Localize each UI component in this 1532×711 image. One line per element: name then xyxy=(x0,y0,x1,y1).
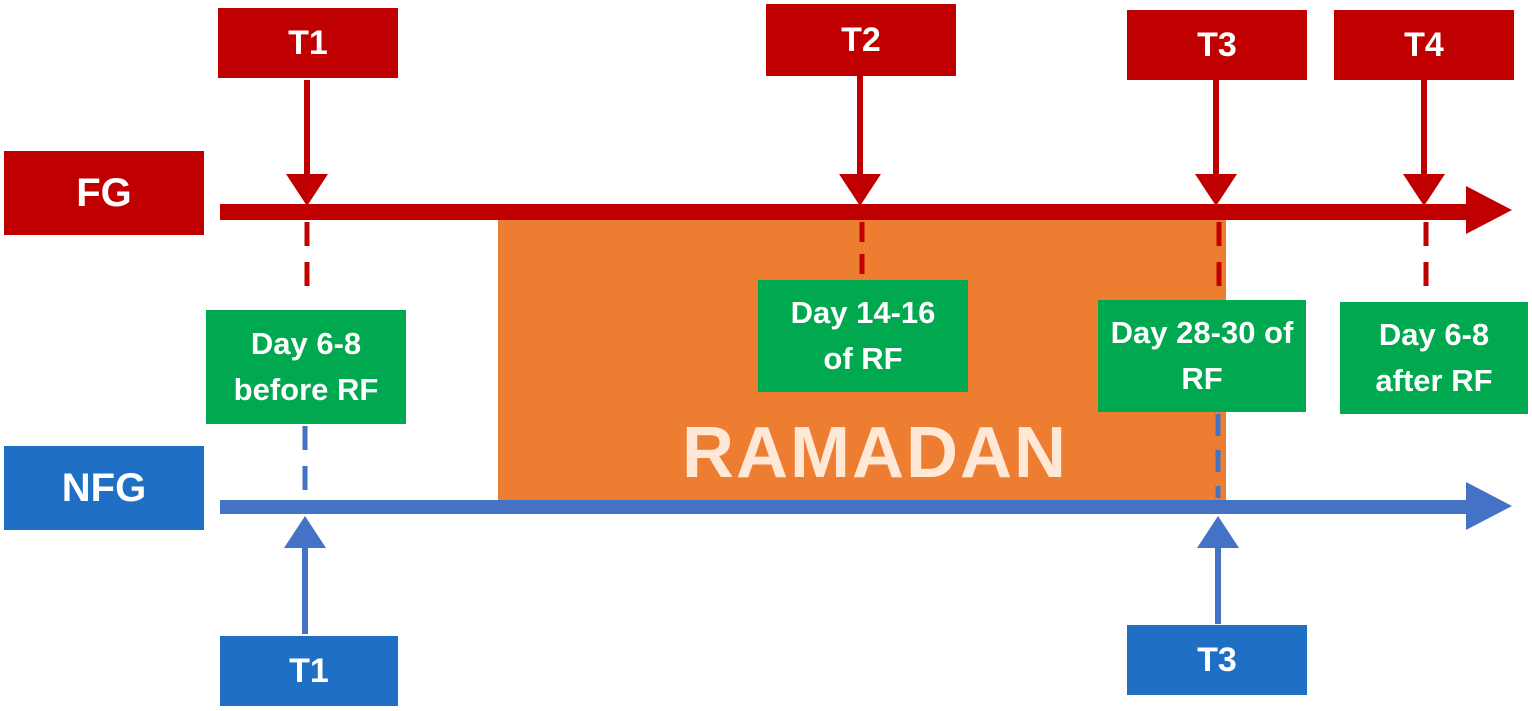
nfg-t3-box: T3 xyxy=(1127,625,1307,695)
fg-t2-arrow xyxy=(839,76,881,206)
fg-t3-arrow xyxy=(1195,80,1237,206)
fg-group-label: FG xyxy=(4,151,204,235)
nfg-t1-box: T1 xyxy=(220,636,398,706)
t1-window-box: Day 6-8 before RF xyxy=(206,310,406,424)
fg-t2-box: T2 xyxy=(766,4,956,76)
t4-window-box: Day 6-8 after RF xyxy=(1340,302,1528,414)
nfg-dashed-connectors xyxy=(302,414,1221,498)
fg-timeline-arrowhead xyxy=(1466,186,1512,234)
nfg-timeline-arrowhead xyxy=(1466,482,1512,530)
t3-window-box: Day 28-30 of RF xyxy=(1098,300,1306,412)
ramadan-label: RAMADAN xyxy=(682,413,1068,493)
nfg-group-label: NFG xyxy=(4,446,204,530)
fg-dashed-connectors xyxy=(304,222,1429,302)
t2-window-box: Day 14-16 of RF xyxy=(758,280,968,392)
fg-t4-arrow xyxy=(1403,80,1445,206)
fg-t1-box: T1 xyxy=(218,8,398,78)
nfg-t1-arrow xyxy=(284,516,326,634)
nfg-timeline xyxy=(220,482,1512,530)
fg-t4-box: T4 xyxy=(1334,10,1514,80)
fg-t1-arrow xyxy=(286,80,328,206)
fg-t3-box: T3 xyxy=(1127,10,1307,80)
nfg-t3-arrow xyxy=(1197,516,1239,624)
fg-timeline xyxy=(220,186,1512,234)
